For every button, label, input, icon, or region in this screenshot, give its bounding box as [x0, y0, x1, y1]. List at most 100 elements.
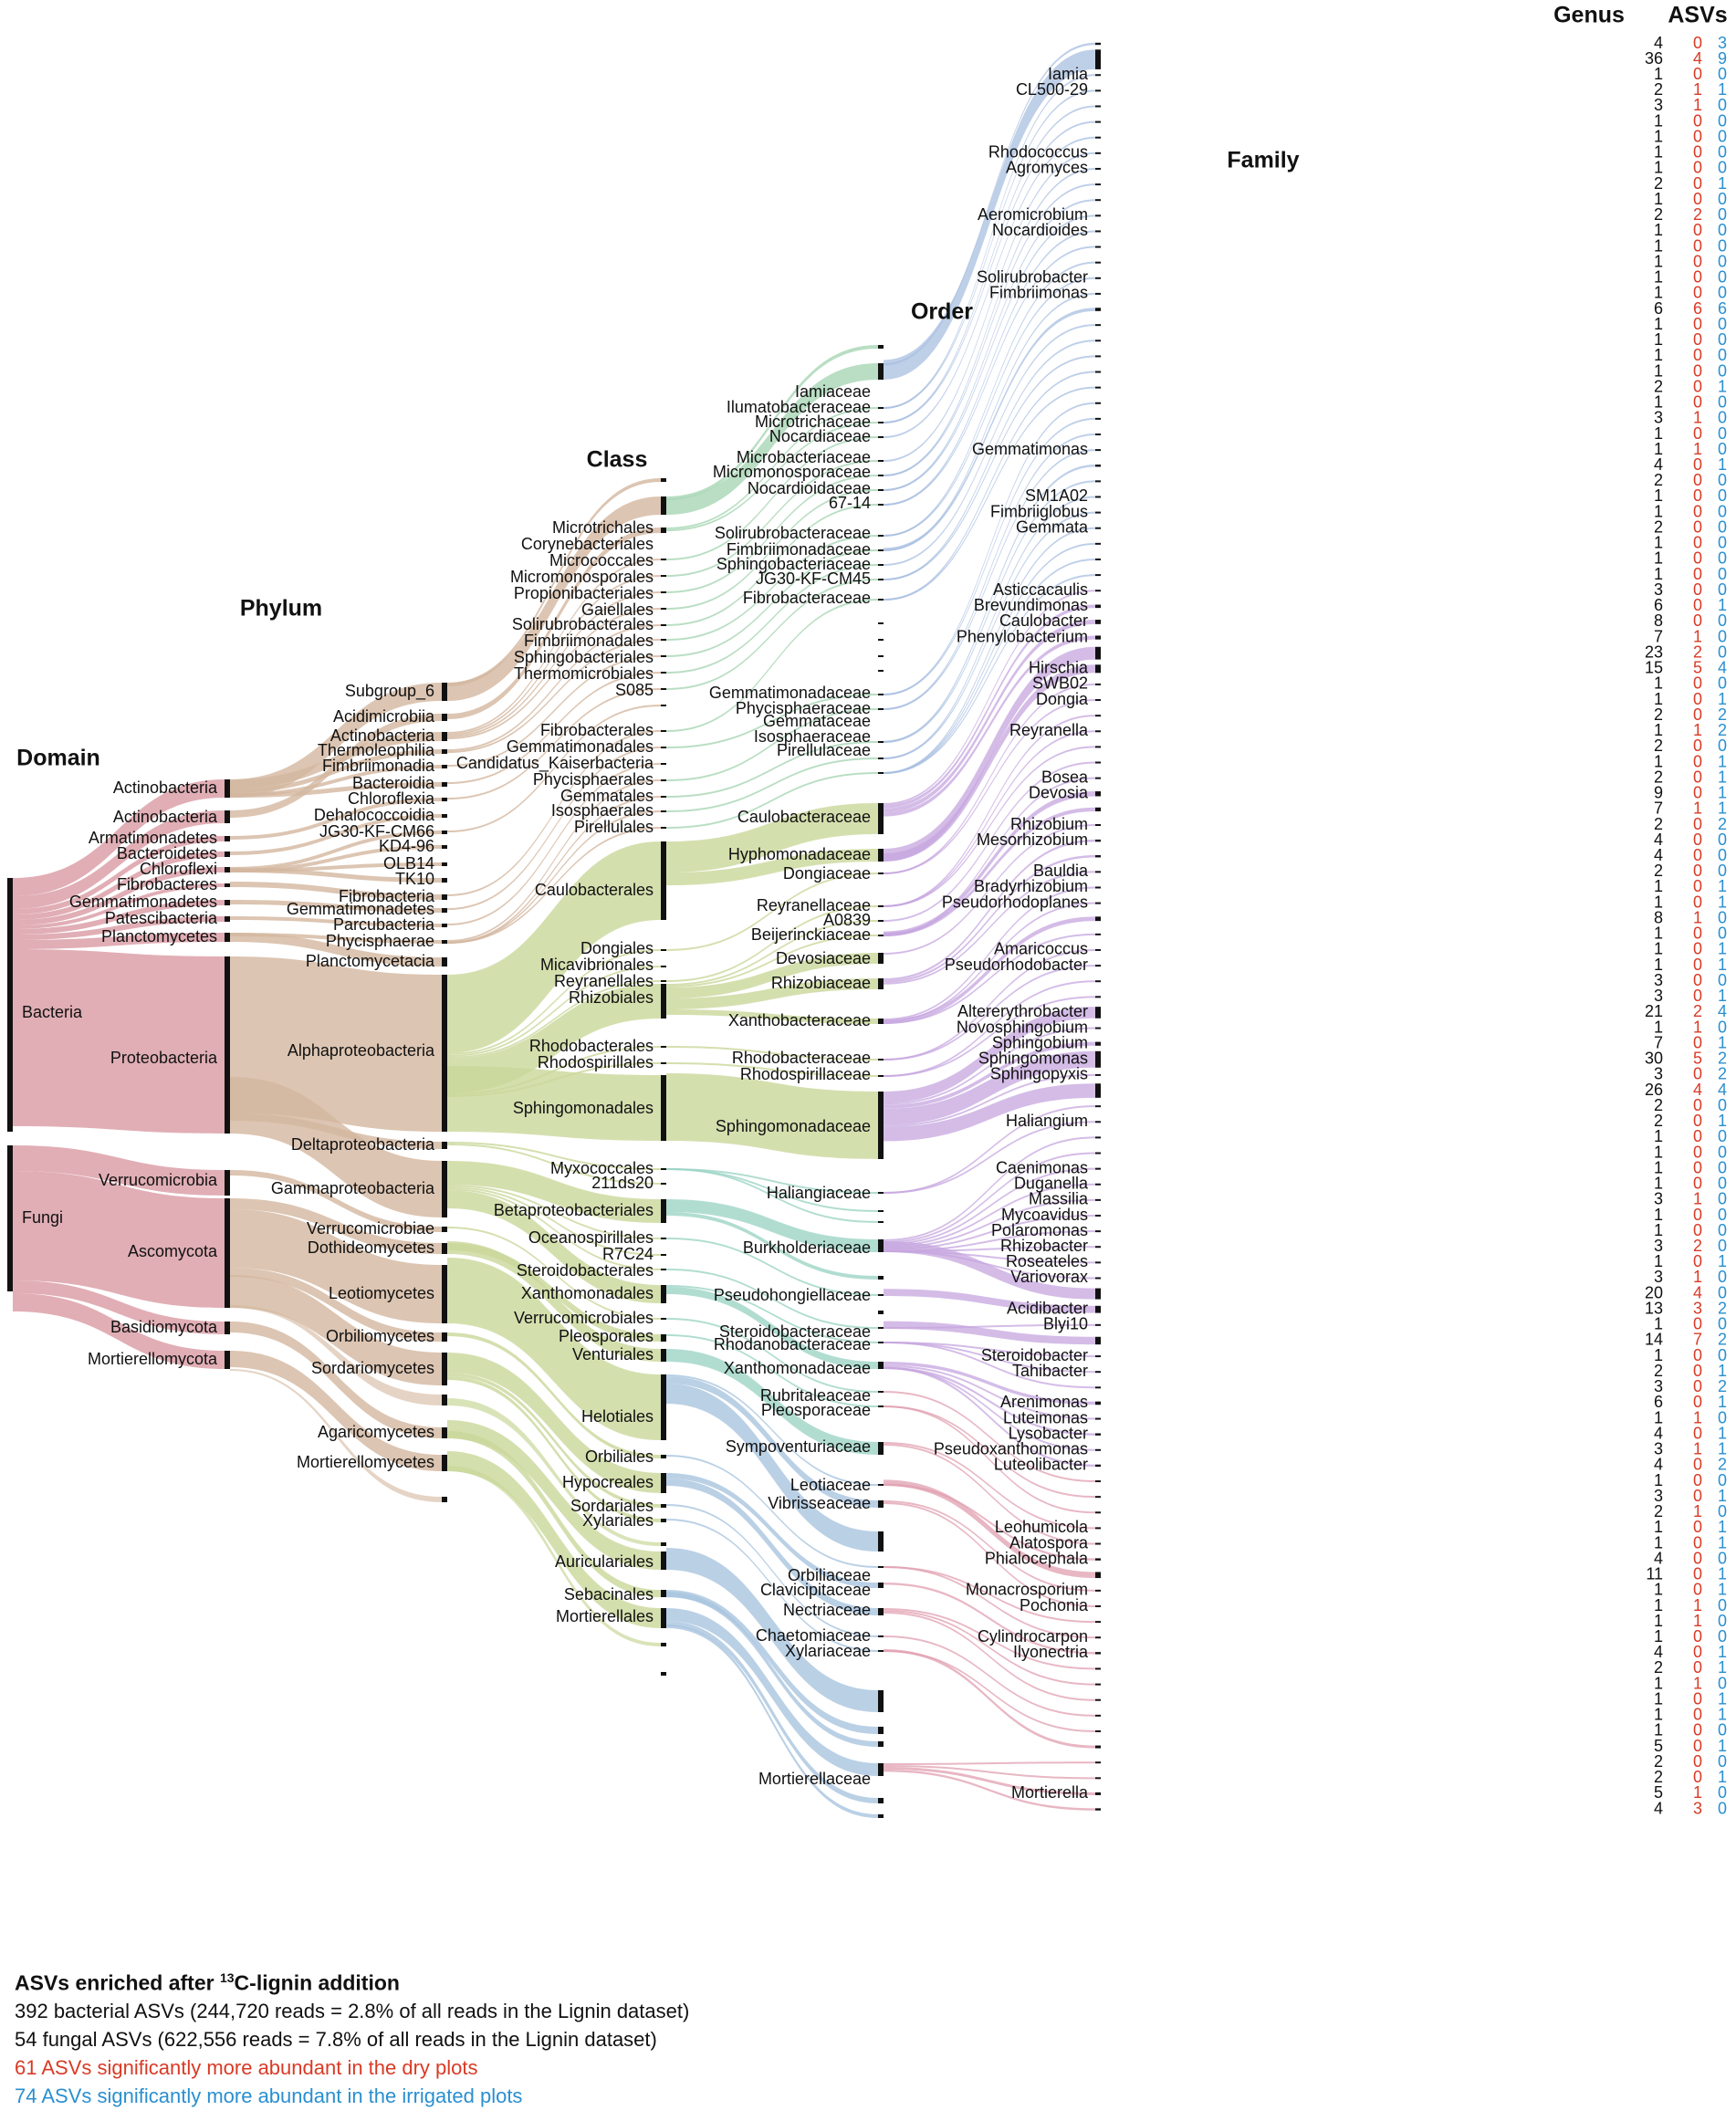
node-genus-row-57	[1095, 933, 1101, 935]
asv-irrigated-110: 0	[1718, 1752, 1727, 1771]
label-genus-asticcacaulis: Asticcacaulis	[993, 580, 1088, 599]
asv-irrigated-58: 1	[1718, 940, 1727, 958]
node-family-leotiaceae	[878, 1484, 884, 1486]
flow-family-genus-97	[884, 1483, 1095, 1561]
label-genus-sm1a02: SM1A02	[1025, 486, 1088, 505]
asv-irrigated-50: 2	[1718, 815, 1727, 833]
flow-family-genus-88	[884, 1364, 1095, 1420]
asv-total-103: 4	[1654, 1643, 1663, 1661]
asv-dry-80: 4	[1693, 1283, 1702, 1301]
flow-family-genus-39	[884, 646, 1095, 862]
flow-family-genus-32	[884, 542, 1095, 774]
flow-family-genus-54	[884, 886, 1095, 1020]
asv-dry-86: 0	[1693, 1377, 1702, 1395]
asv-irrigated-56: 0	[1718, 908, 1727, 926]
node-genus-row-36	[1095, 604, 1101, 609]
node-genus-row-77	[1095, 1246, 1101, 1249]
flow-phylum-class-0-5	[230, 782, 442, 798]
node-family-iamiaceae	[878, 363, 884, 380]
asv-dry-76: 0	[1693, 1221, 1702, 1239]
flow-order-family-25-31	[666, 1199, 878, 1252]
node-order-micavibrionales	[661, 966, 666, 967]
label-genus-leohumicola: Leohumicola	[995, 1518, 1089, 1536]
flow-family-genus-10	[884, 199, 1095, 491]
node-class-chloroflexia	[442, 798, 447, 801]
label-family-sympoventuriaceae: Sympoventuriaceae	[726, 1437, 871, 1456]
label-order-venturiales: Venturiales	[572, 1345, 654, 1364]
label-genus-phialocephala: Phialocephala	[985, 1549, 1089, 1567]
asv-total-13: 1	[1654, 236, 1663, 255]
node-order-fimbriimonadales	[661, 655, 666, 657]
node-family-sphingobacteriaceae	[878, 564, 884, 566]
node-genus-row-53	[1095, 871, 1101, 873]
node-genus-row-22	[1095, 386, 1101, 389]
label-class-subgroup-6: Subgroup_6	[345, 682, 434, 701]
flow-family-genus-29	[884, 496, 1095, 759]
label-domain-fungi: Fungi	[22, 1208, 63, 1227]
flow-class-order-6-9	[447, 688, 661, 799]
label-order-reyranellales: Reyranellales	[554, 972, 654, 990]
asv-total-1: 36	[1645, 49, 1663, 68]
asv-irrigated-65: 2	[1718, 1050, 1727, 1068]
label-family-steroidobacteraceae: Steroidobacteraceae	[719, 1322, 871, 1341]
label-family-fimbriimonadaceae: Fimbriimonadaceae	[727, 540, 871, 559]
asv-total-84: 1	[1654, 1346, 1663, 1364]
label-family-pirellulaceae: Pirellulaceae	[777, 741, 871, 759]
node-order-phycisphaerales	[661, 779, 666, 781]
node-family-gemmataceae	[878, 741, 884, 743]
flow-family-genus-7	[884, 152, 1095, 462]
asv-irrigated-51: 0	[1718, 831, 1727, 849]
asv-irrigated-41: 0	[1718, 674, 1727, 693]
node-genus-row-63	[1095, 1027, 1101, 1029]
asv-total-42: 1	[1654, 690, 1663, 708]
flow-class-order-15-16	[447, 810, 661, 944]
asv-irrigated-45: 0	[1718, 737, 1727, 755]
asv-irrigated-96: 1	[1718, 1533, 1727, 1552]
label-order-thermomicrobiales: Thermomicrobiales	[514, 664, 654, 683]
node-class-orbiliomycetes	[442, 1332, 447, 1342]
asv-total-33: 1	[1654, 549, 1663, 568]
label-genus-mycoavidus: Mycoavidus	[1001, 1206, 1088, 1224]
flow-order-family-20-25	[666, 978, 878, 1009]
node-family-chaetomiaceae	[878, 1635, 884, 1637]
asv-dry-17: 6	[1693, 299, 1702, 318]
asv-dry-111: 0	[1693, 1768, 1702, 1786]
label-class-orbiliomycetes: Orbiliomycetes	[326, 1327, 434, 1345]
flow-order-family-24-30	[666, 1168, 878, 1194]
asv-total-50: 2	[1654, 815, 1663, 833]
label-family-rhodospirillaceae: Rhodospirillaceae	[740, 1065, 871, 1083]
asv-dry-69: 0	[1693, 1112, 1702, 1130]
label-class-dothideomycetes: Dothideomycetes	[308, 1238, 434, 1257]
asv-total-67: 26	[1645, 1081, 1663, 1099]
asv-dry-31: 0	[1693, 517, 1702, 536]
flow-order-family-12-13	[666, 694, 878, 748]
label-family-clavicipitaceae: Clavicipitaceae	[760, 1581, 871, 1599]
label-class-leotiomycetes: Leotiomycetes	[329, 1284, 434, 1302]
label-family-sphingobacteriaceae: Sphingobacteriaceae	[716, 555, 871, 573]
label-genus-polaromonas: Polaromonas	[991, 1221, 1088, 1239]
legend-fungal-asvs: 54 fungal ASVs (622,556 reads = 7.8% of …	[15, 2027, 657, 2051]
node-genus-row-68	[1095, 1105, 1101, 1108]
label-genus-brevundimonas: Brevundimonas	[974, 596, 1088, 614]
asv-irrigated-46: 1	[1718, 752, 1727, 770]
label-family-jg30-kf-cm45: JG30-KF-CM45	[756, 569, 871, 588]
asv-dry-37: 0	[1693, 611, 1702, 630]
asv-dry-49: 1	[1693, 799, 1702, 818]
label-order-propionibacteriales: Propionibacteriales	[514, 584, 654, 602]
asv-total-41: 1	[1654, 674, 1663, 693]
flow-class-order-1-0	[447, 528, 661, 719]
asv-dry-1: 4	[1693, 49, 1702, 68]
node-genus-row-21	[1095, 371, 1101, 373]
flow-order-family-29-36	[666, 1318, 878, 1393]
label-genus-tahibacter: Tahibacter	[1012, 1362, 1088, 1380]
node-genus-row-54	[1095, 886, 1101, 889]
node-class-tk10	[442, 878, 447, 883]
node-order-caulobacterales	[661, 841, 666, 920]
label-family-beijerinckiaceae: Beijerinckiaceae	[751, 925, 871, 944]
node-class-acidimicrobiia	[442, 714, 447, 721]
node-class-fimbriimonadia	[442, 765, 447, 768]
asv-dry-83: 7	[1693, 1331, 1702, 1349]
node-genus-row-66	[1095, 1073, 1101, 1076]
node-family-phycisphaeraceae	[878, 708, 884, 710]
node-genus-row-2	[1095, 74, 1101, 77]
